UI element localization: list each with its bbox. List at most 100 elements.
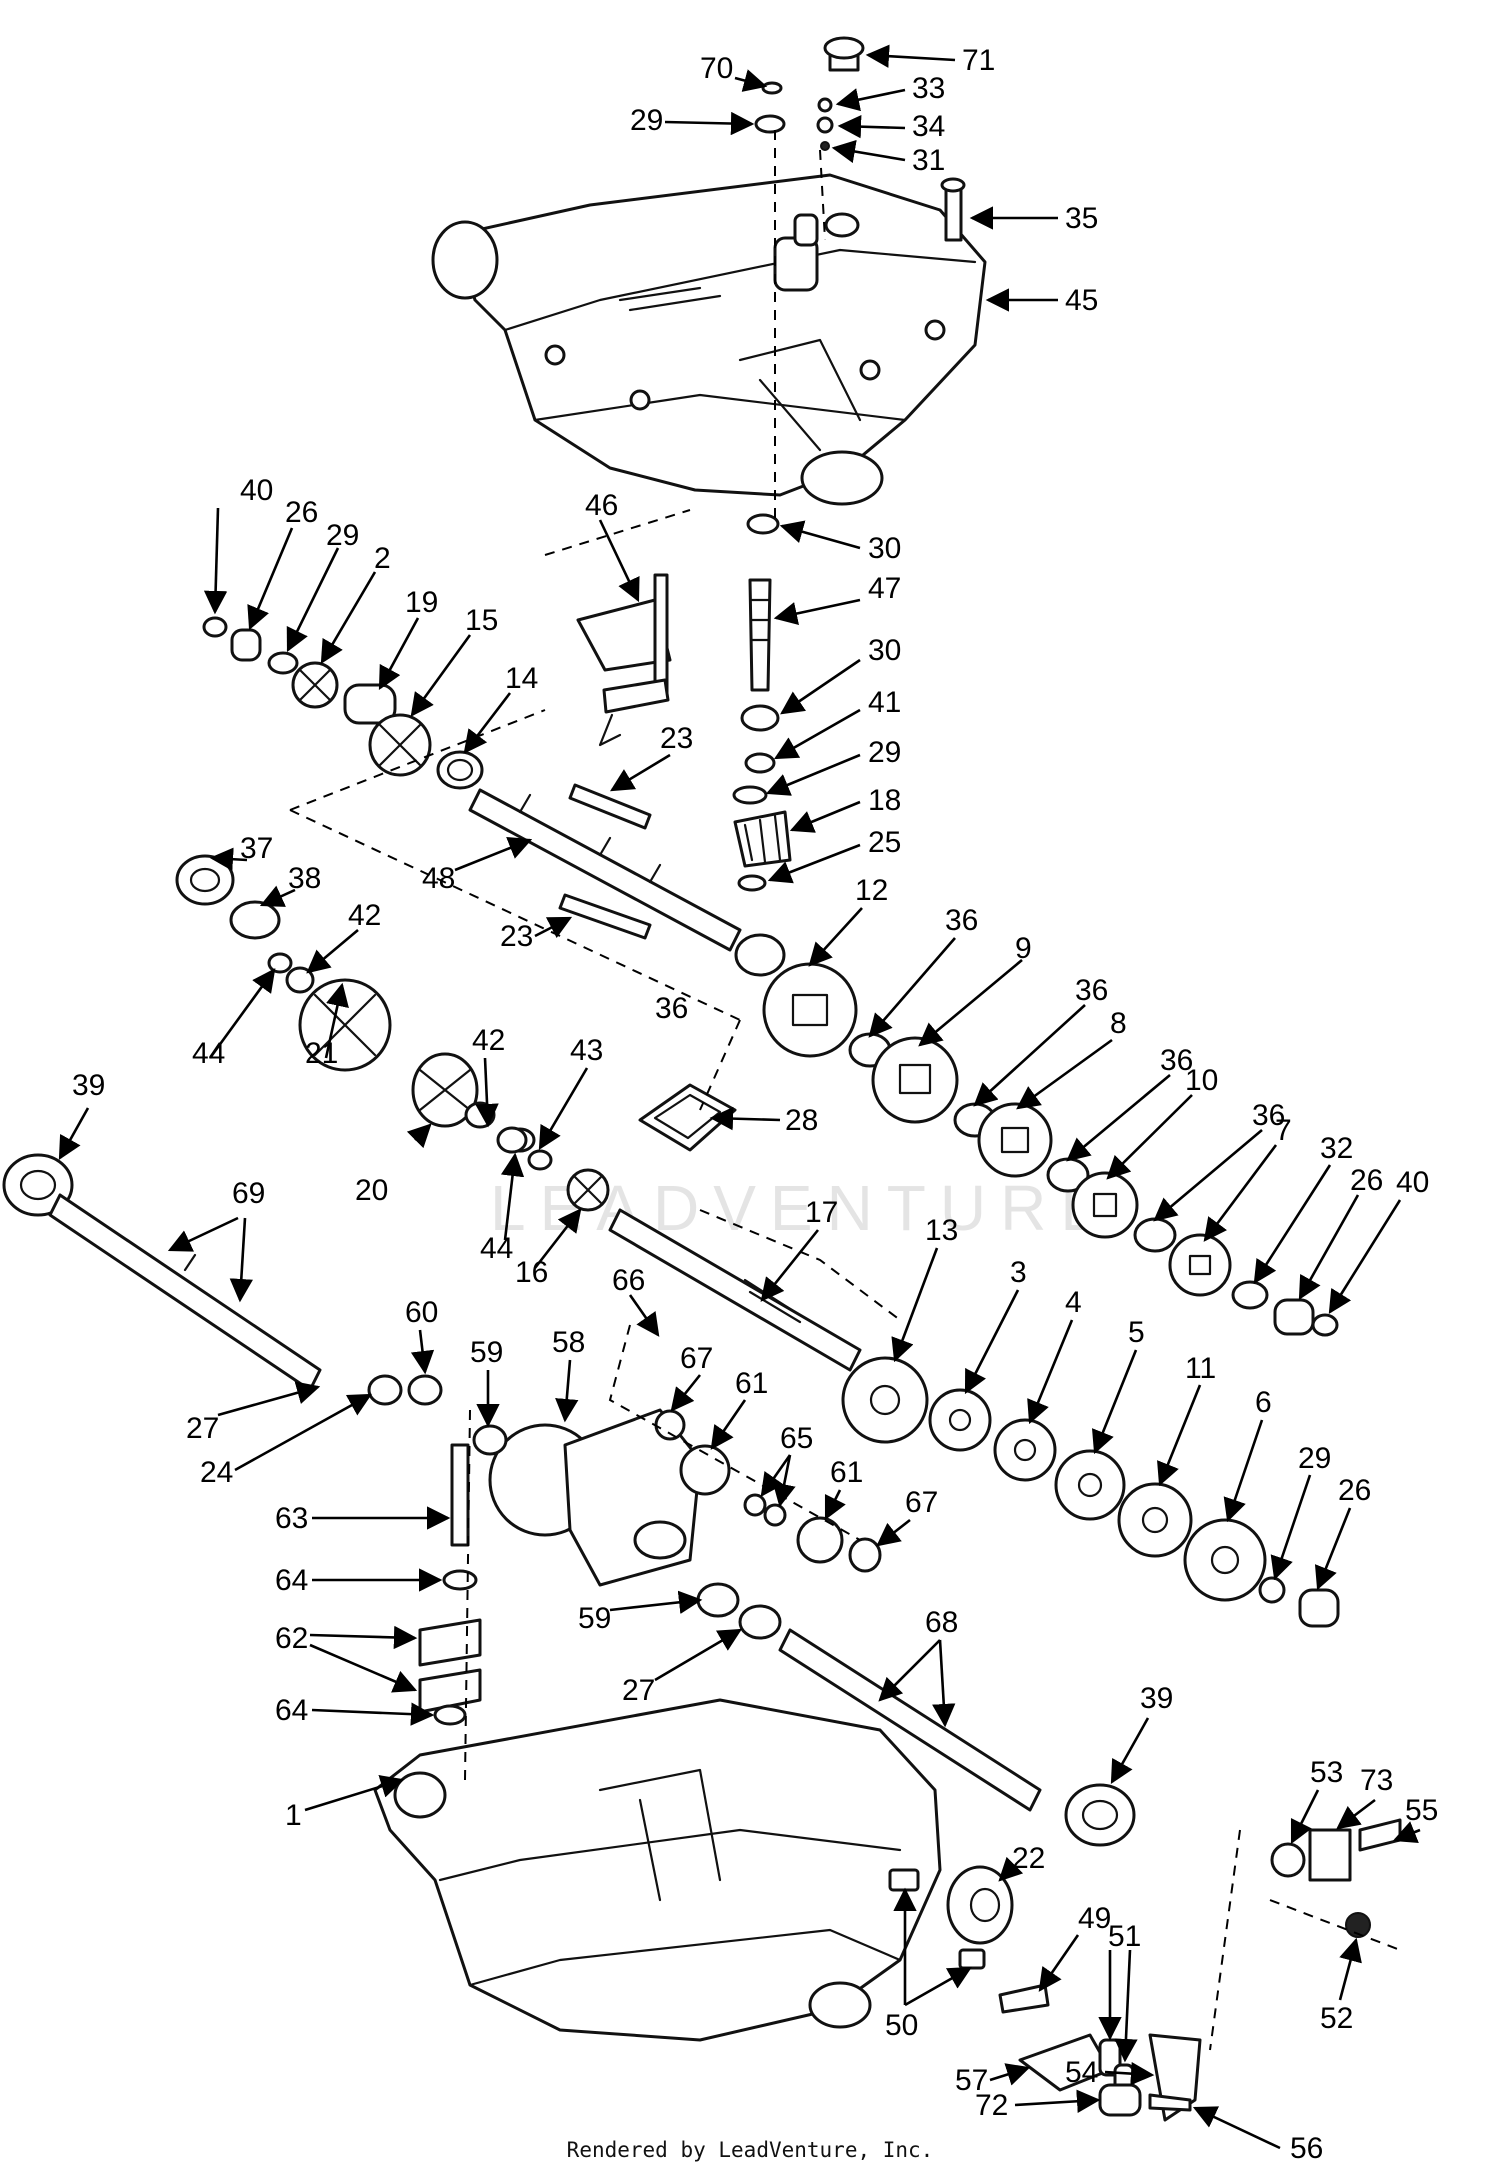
callout-19: 19: [405, 586, 438, 619]
callout-36: 36: [1252, 1099, 1285, 1132]
footer-credit: Rendered by LeadVenture, Inc.: [566, 2138, 934, 2162]
differential-assembly: [367, 1374, 882, 1726]
callout-56: 56: [1290, 2132, 1323, 2165]
callout-31: 31: [912, 144, 945, 177]
callout-29: 29: [868, 736, 901, 769]
callout-59: 59: [578, 1602, 611, 1635]
reduction-gears: [841, 1356, 1340, 1628]
assembly-guides: [289, 130, 901, 1781]
callout-64: 64: [275, 1694, 308, 1727]
lower-housing: [373, 1698, 942, 2042]
leader-lines: [58, 44, 1421, 2150]
callout-65: 65: [780, 1422, 813, 1455]
callout-43: 43: [570, 1034, 603, 1067]
callout-25: 25: [868, 826, 901, 859]
center-chain-parts: [496, 1083, 737, 1212]
callout-51: 51: [1108, 1920, 1141, 1953]
shift-fork-assembly: [576, 573, 672, 747]
callout-61: 61: [830, 1456, 863, 1489]
callout-42: 42: [348, 899, 381, 932]
callout-29: 29: [630, 104, 663, 137]
callout-1: 1: [285, 1799, 302, 1832]
callout-17: 17: [805, 1196, 838, 1229]
callout-36: 36: [655, 992, 688, 1025]
callout-16: 16: [515, 1256, 548, 1289]
pinion-shaft-stack: [732, 578, 792, 892]
callout-32: 32: [1320, 1132, 1353, 1165]
callout-13: 13: [925, 1214, 958, 1247]
callout-5: 5: [1128, 1316, 1145, 1349]
callout-58: 58: [552, 1326, 585, 1359]
callout-60: 60: [405, 1296, 438, 1329]
callout-52: 52: [1320, 2002, 1353, 2035]
callout-2: 2: [374, 542, 391, 575]
callout-48: 48: [422, 862, 455, 895]
callout-55: 55: [1405, 1794, 1438, 1827]
callout-39: 39: [72, 1069, 105, 1102]
callout-71: 71: [962, 44, 995, 77]
callout-9: 9: [1015, 932, 1032, 965]
callout-41: 41: [868, 686, 901, 719]
callout-26: 26: [1350, 1164, 1383, 1197]
callout-42: 42: [472, 1024, 505, 1057]
callout-45: 45: [1065, 284, 1098, 317]
callout-72: 72: [975, 2089, 1008, 2122]
callout-53: 53: [1310, 1756, 1343, 1789]
callout-26: 26: [1338, 1474, 1371, 1507]
callout-10: 10: [1185, 1064, 1218, 1097]
callout-40: 40: [1396, 1166, 1429, 1199]
main-shaft: [468, 783, 742, 952]
callout-14: 14: [505, 662, 538, 695]
callout-15: 15: [465, 604, 498, 637]
callout-36: 36: [1160, 1044, 1193, 1077]
top-fasteners: [746, 36, 966, 535]
callout-30: 30: [868, 634, 901, 667]
callout-28: 28: [785, 1104, 818, 1137]
callout-46: 46: [585, 489, 618, 522]
callout-20: 20: [355, 1174, 388, 1207]
upper-left-gear-stack: [202, 616, 484, 790]
callout-6: 6: [1255, 1386, 1272, 1419]
callout-21: 21: [305, 1037, 338, 1070]
callout-59: 59: [470, 1336, 503, 1369]
callout-3: 3: [1010, 1256, 1027, 1289]
callout-36: 36: [1075, 974, 1108, 1007]
callout-26: 26: [285, 496, 318, 529]
callout-66: 66: [612, 1264, 645, 1297]
callout-69: 69: [232, 1177, 265, 1210]
callout-49: 49: [1078, 1902, 1111, 1935]
callout-36: 36: [945, 904, 978, 937]
upper-housing: [431, 173, 987, 506]
callout-38: 38: [288, 862, 321, 895]
right-gear-train: [734, 933, 1339, 1337]
callout-18: 18: [868, 784, 901, 817]
callout-8: 8: [1110, 1007, 1127, 1040]
callout-29: 29: [1298, 1442, 1331, 1475]
callout-12: 12: [855, 874, 888, 907]
callout-64: 64: [275, 1564, 308, 1597]
callout-44: 44: [480, 1232, 513, 1265]
callout-39: 39: [1140, 1682, 1173, 1715]
callout-30: 30: [868, 532, 901, 565]
callout-34: 34: [912, 110, 945, 143]
callout-67: 67: [905, 1486, 938, 1519]
callout-62: 62: [275, 1622, 308, 1655]
callout-35: 35: [1065, 202, 1098, 235]
callout-7: 7: [1275, 1114, 1292, 1147]
callout-50: 50: [885, 2009, 918, 2042]
callout-37: 37: [240, 832, 273, 865]
callout-73: 73: [1360, 1764, 1393, 1797]
callout-70: 70: [700, 52, 733, 85]
callout-27: 27: [186, 1412, 219, 1445]
callout-68: 68: [925, 1606, 958, 1639]
callout-11: 11: [1185, 1352, 1216, 1385]
callout-54: 54: [1065, 2056, 1098, 2089]
callout-4: 4: [1065, 1286, 1082, 1319]
callout-61: 61: [735, 1367, 768, 1400]
callout-40: 40: [240, 474, 273, 507]
left-axle: [2, 1153, 322, 1392]
callout-labels: 70 71 29 33 34 31 35 45 40 26 29 2 19 15…: [72, 44, 1438, 2165]
callout-27: 27: [622, 1674, 655, 1707]
callout-44: 44: [192, 1037, 225, 1070]
